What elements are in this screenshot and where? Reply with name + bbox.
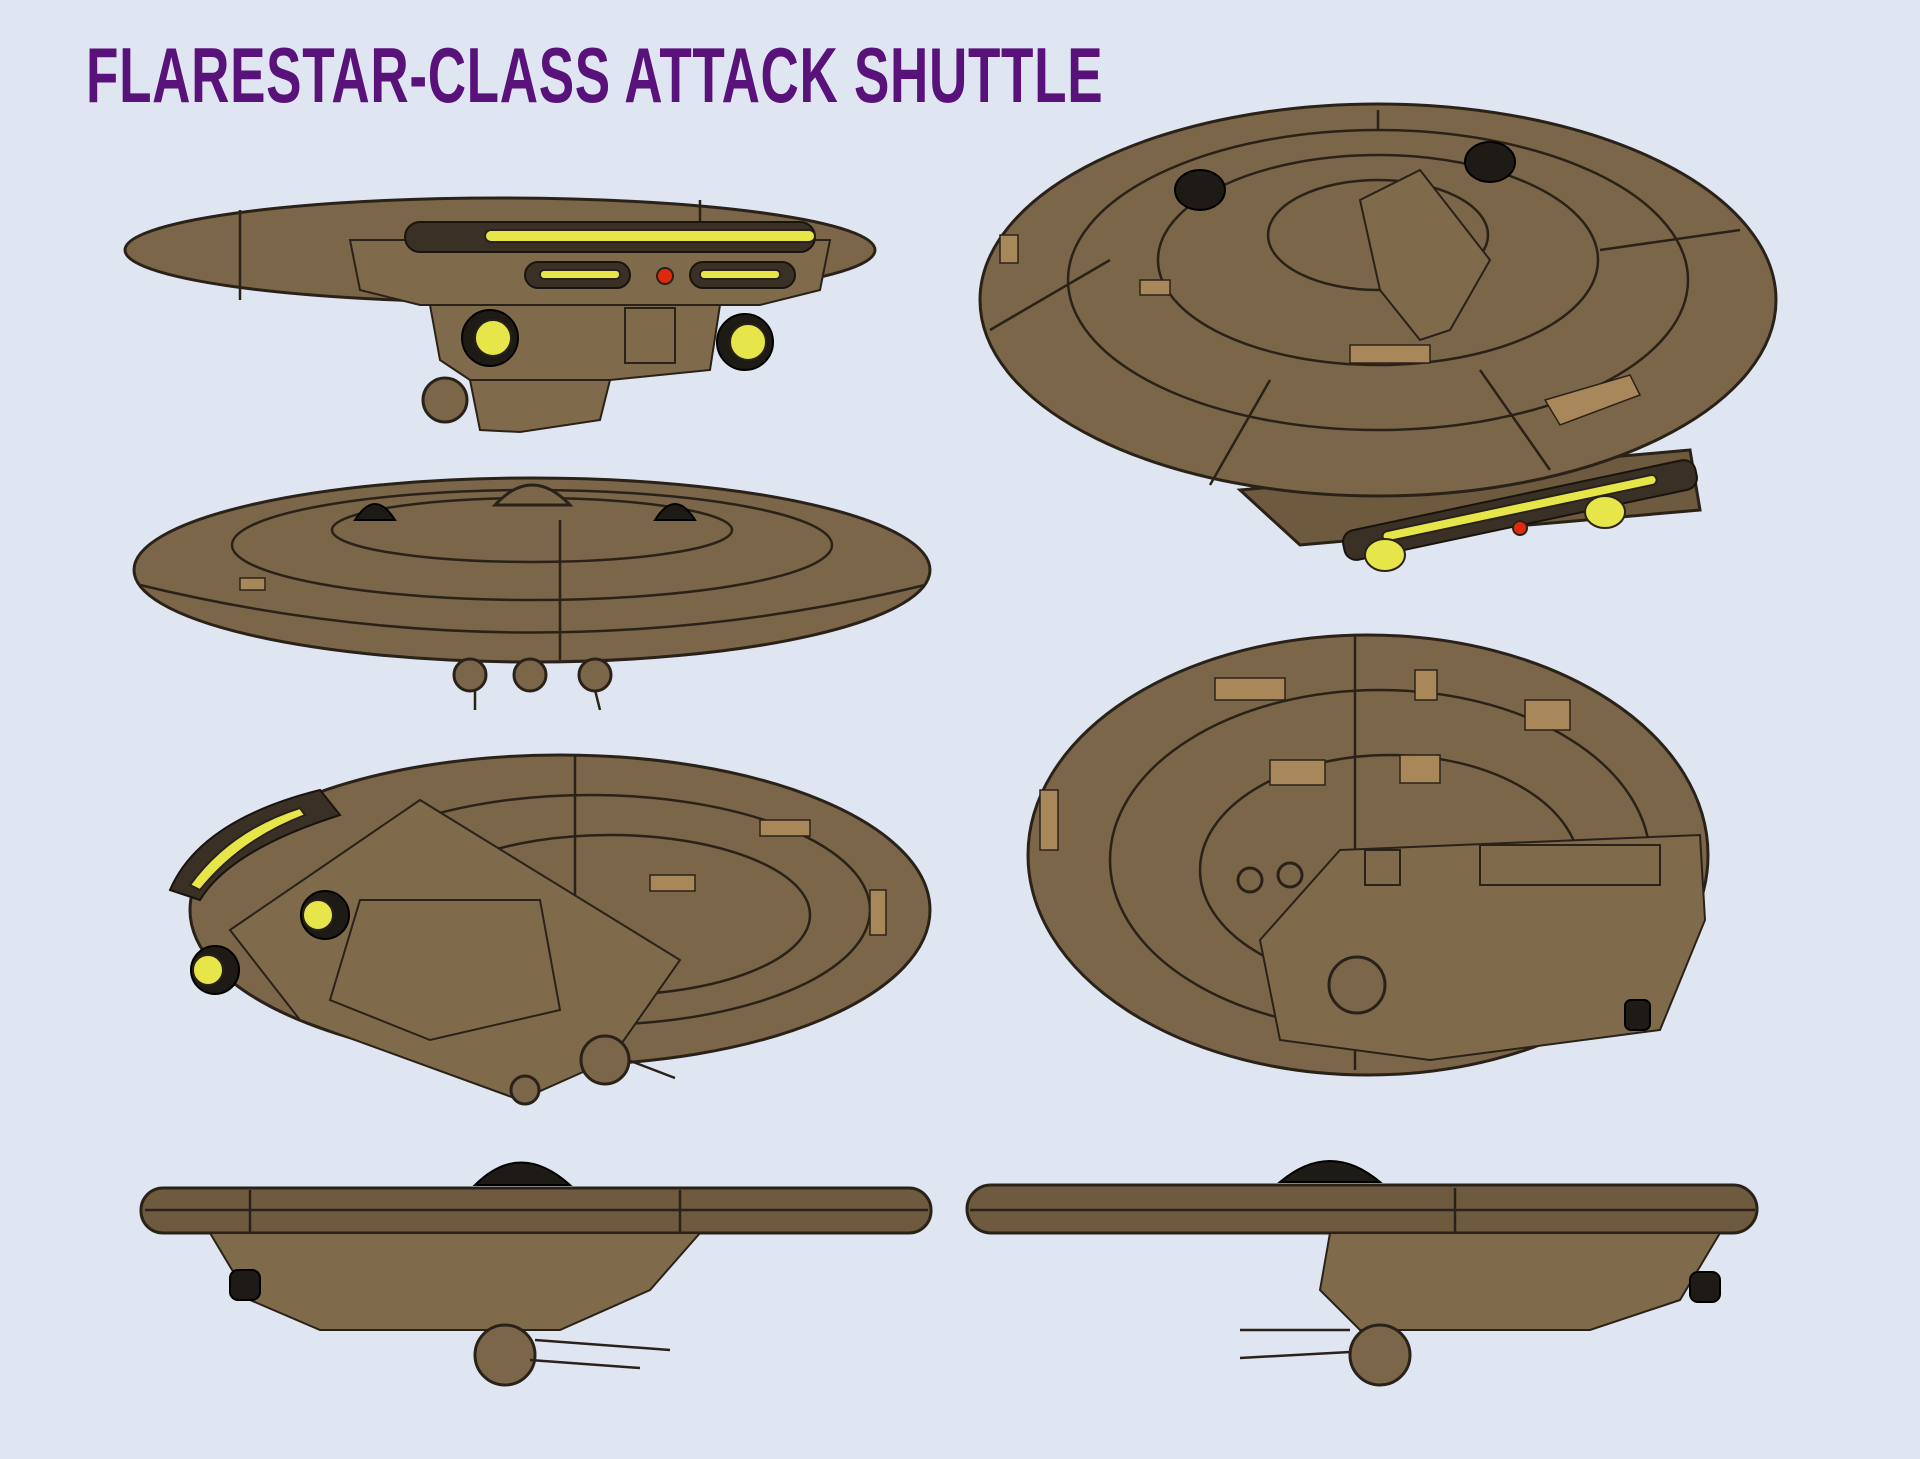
side-view-left — [139, 1161, 933, 1387]
underside-view — [1026, 633, 1710, 1077]
side-view-right — [965, 1160, 1759, 1387]
side-view-top — [132, 476, 932, 711]
three-quarter-top-view — [978, 102, 1778, 572]
three-quarter-front-low-view — [168, 753, 932, 1106]
front-view — [123, 196, 877, 434]
page-title: FLARESTAR-CLASS ATTACK SHUTTLE — [86, 31, 1104, 119]
